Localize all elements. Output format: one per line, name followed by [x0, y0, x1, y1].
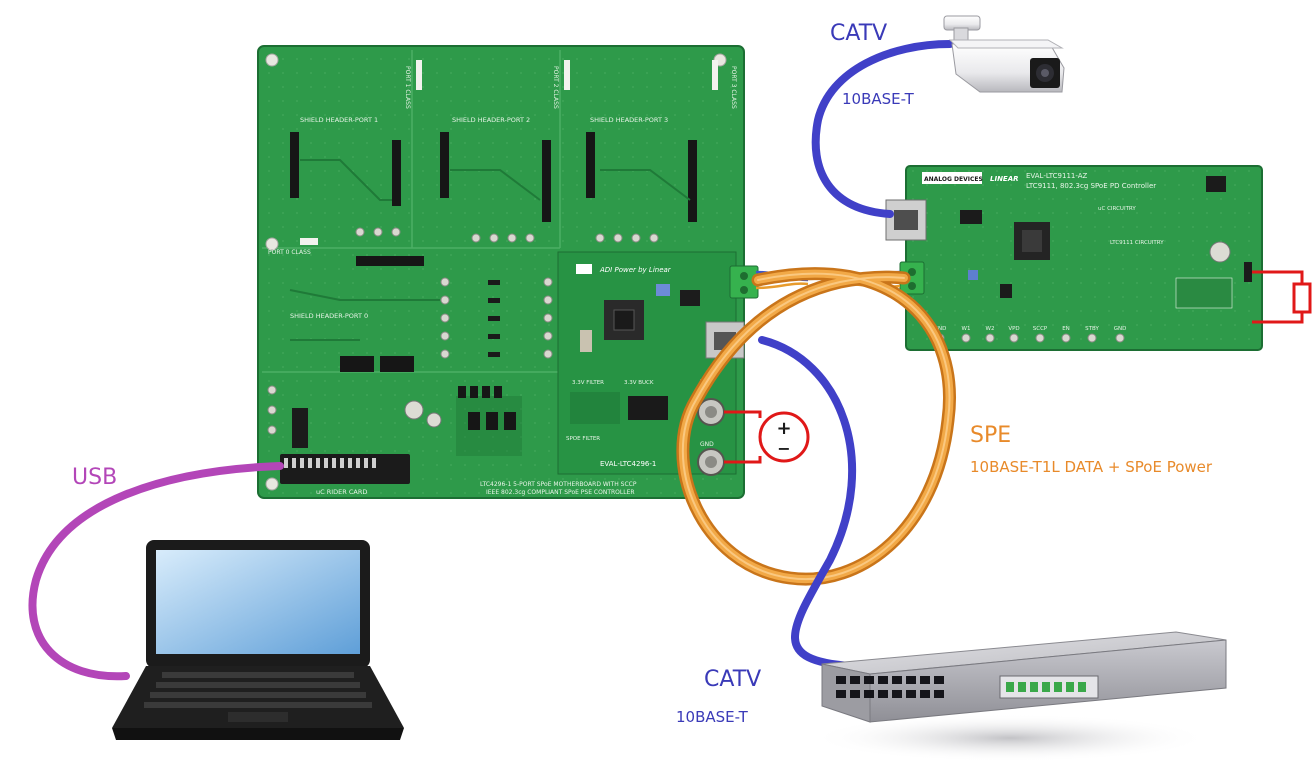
pd-pin-label: VPD: [1008, 326, 1019, 332]
plus-sign: +: [776, 418, 791, 439]
pd-pin-label: EN: [1062, 326, 1070, 332]
catv-cable-bottom: [758, 336, 856, 670]
adi-logo: ADI Power by Linear: [599, 266, 672, 274]
pd-board-pcb: ANALOG DEVICES LINEAR EVAL-LTC9111-AZ LT…: [885, 165, 1263, 351]
filter-label: 3.3V FILTER: [572, 380, 604, 386]
usb-label: USB: [72, 465, 117, 490]
shield-header-label: SHIELD HEADER-PORT 0: [290, 312, 368, 320]
filter-label: 3.3V BUCK: [624, 380, 654, 386]
voltage-source-icon: + −: [724, 410, 810, 464]
shield-header-label: SHIELD HEADER-PORT 2: [452, 116, 530, 124]
usb-cable: [28, 462, 284, 681]
pd-circuit-label: uC CIRCUITRY: [1098, 206, 1136, 212]
catv-cable-top: [811, 40, 954, 218]
pd-brand2-label: LINEAR: [990, 175, 1019, 183]
port-class-label: PORT 1 CLASS: [404, 66, 411, 109]
port-class-label: PORT 2 CLASS: [552, 66, 559, 109]
motherboard-subtitle: IEEE 802.3cg COMPLIANT SPoE PSE CONTROLL…: [486, 489, 635, 496]
motherboard-pcb: SHIELD HEADER-PORT 1 SHIELD HEADER-PORT …: [257, 45, 759, 499]
pd-pin-label: W1: [962, 326, 971, 332]
pd-pin-label: SCCP: [1033, 326, 1048, 332]
rider-card-label: uC RIDER CARD: [316, 488, 367, 496]
network-switch-icon: [810, 631, 1227, 762]
security-camera-icon: [943, 15, 1065, 93]
daughter-board-label: EVAL-LTC4296-1: [600, 460, 656, 468]
spe-label: SPE: [970, 423, 1011, 448]
pd-board-title: EVAL-LTC9111-AZ: [1026, 172, 1088, 180]
pd-pin-label: STBY: [1085, 326, 1099, 332]
resistor-icon: [1252, 270, 1312, 324]
spe-cable: [676, 267, 956, 586]
minus-sign: −: [777, 439, 790, 458]
motherboard-title: LTC4296-1 5-PORT SPoE MOTHERBOARD WITH S…: [480, 481, 637, 488]
spe-detail-label: 10BASE-T1L DATA + SPoE Power: [970, 458, 1213, 476]
catv-top-label: CATV: [830, 21, 887, 46]
tbase-top-label: 10BASE-T: [842, 90, 915, 108]
shield-header-label: SHIELD HEADER-PORT 3: [590, 116, 668, 124]
laptop-icon: [112, 540, 404, 740]
pd-pin-label: GND: [934, 326, 947, 332]
gnd-label: GND: [700, 441, 714, 448]
port-class-label: PORT 0 CLASS: [268, 249, 311, 256]
pd-pin-label: GND: [1114, 326, 1127, 332]
catv-bottom-label: CATV: [704, 667, 761, 692]
pd-pin-label: W2: [986, 326, 995, 332]
pd-circuit-label: LTC9111 CIRCUITRY: [1110, 240, 1164, 246]
filter-label: SPOE FILTER: [566, 436, 600, 442]
pd-board-subtitle: LTC9111, 802.3cg SPoE PD Controller: [1026, 182, 1156, 190]
shield-header-label: SHIELD HEADER-PORT 1: [300, 116, 378, 124]
tbase-bottom-label: 10BASE-T: [676, 708, 749, 726]
pd-brand-label: ANALOG DEVICES: [924, 176, 983, 183]
port-class-label: PORT 3 CLASS: [730, 66, 737, 109]
